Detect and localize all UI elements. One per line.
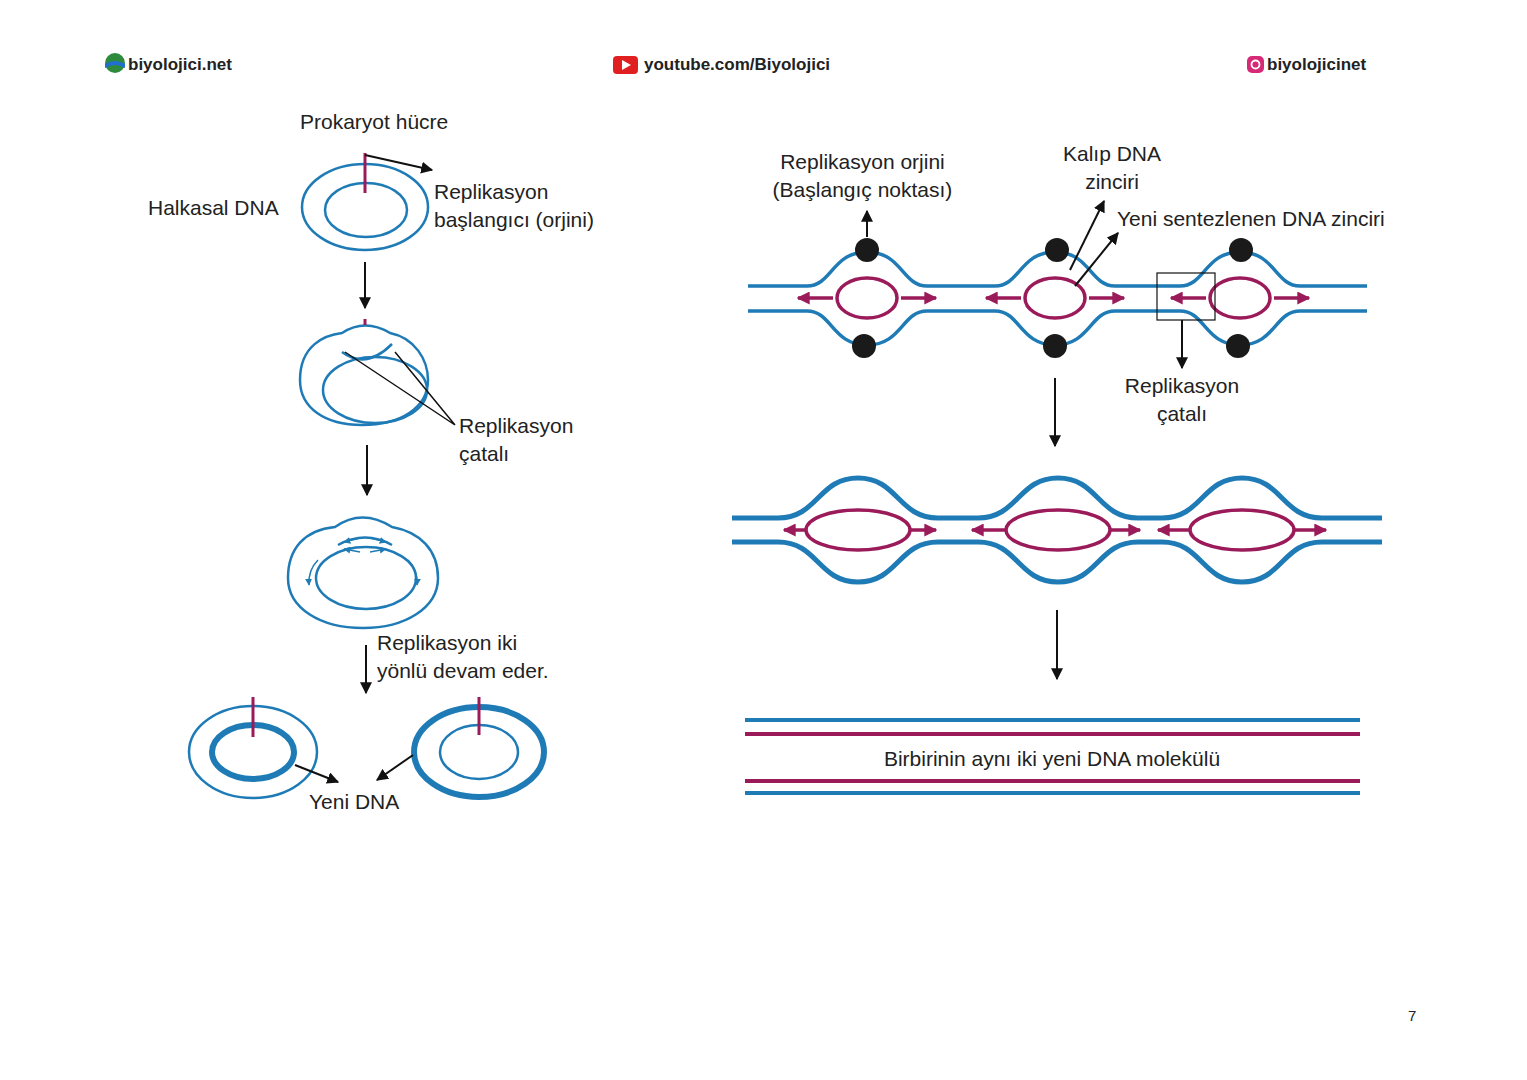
eukaryote-illustration: [732, 201, 1382, 793]
origin-dot: [1226, 334, 1250, 358]
origin-dot: [855, 238, 879, 262]
instagram-lens: [1252, 61, 1260, 69]
direction-arrow: [798, 296, 833, 300]
origin-dot: [852, 334, 876, 358]
circular-dna-outer: [300, 326, 428, 426]
step-note: Replikasyon iki yönlü devam eder.: [377, 629, 572, 685]
origin-mark: [364, 153, 367, 193]
template-strand: [745, 718, 1360, 722]
direction-arrow: [344, 538, 360, 542]
new-strand: [806, 510, 910, 550]
instagram-icon: [1247, 56, 1264, 73]
new-strand: [745, 779, 1360, 783]
prokaryote-illustration: [189, 153, 544, 798]
site-name: biyolojici.net: [128, 53, 278, 77]
direction-arrow: [1158, 528, 1190, 532]
direction-arrow: [1294, 528, 1326, 532]
new-strand: [837, 278, 897, 318]
step-arrow: [365, 645, 367, 693]
template-strand: [745, 791, 1360, 795]
direction-arrow: [344, 549, 360, 552]
direction-arrow: [901, 296, 936, 300]
youtube-icon: [613, 56, 638, 74]
leader-arrow: [1070, 201, 1104, 270]
logo-band: [105, 61, 125, 68]
leader-arrow: [1181, 320, 1183, 368]
youtube-play: [622, 60, 631, 70]
part-label: Yeni sentezlenen DNA zinciri: [1117, 205, 1427, 233]
new-strand: [1190, 510, 1294, 550]
part-label: Replikasyon orjini (Başlangıç noktası): [755, 148, 970, 204]
leader-arrow: [295, 765, 338, 782]
leader-arrow: [866, 211, 868, 237]
leader-arrow: [1075, 233, 1118, 286]
origin-mark: [364, 319, 367, 325]
direction-arrow: [1089, 296, 1124, 300]
direction-arrow: [408, 560, 417, 585]
account-name: biyolojicinet: [1267, 53, 1407, 77]
direction-arrow: [784, 528, 806, 532]
logo-icon: [105, 53, 125, 73]
part-label: Replikasyon çatalı: [1117, 372, 1247, 428]
direction-arrow: [370, 549, 386, 552]
part-label: Replikasyon çatalı: [459, 412, 589, 468]
new-strand: [745, 732, 1360, 736]
step-arrow: [364, 262, 366, 308]
part-label: Yeni DNA: [309, 788, 429, 816]
origin-dot: [1229, 238, 1253, 262]
circular-dna-outer: [288, 518, 438, 629]
direction-arrow: [986, 296, 1021, 300]
direction-arrow: [972, 528, 1006, 532]
origin-dot: [1045, 238, 1069, 262]
channel-name: youtube.com/Biyolojici: [644, 53, 874, 77]
origin-mark: [478, 697, 481, 735]
new-strand: [1210, 278, 1270, 318]
leader-arrow: [377, 755, 413, 780]
leader-arrow: [365, 155, 432, 170]
step-arrow: [1054, 378, 1056, 446]
panel-heading: Prokaryot hücre: [300, 108, 520, 136]
part-label: Halkasal DNA: [148, 194, 298, 222]
step-arrow: [366, 445, 368, 495]
direction-arrow: [910, 528, 936, 532]
direction-arrow: [1110, 528, 1140, 532]
new-strand: [1006, 510, 1110, 550]
direction-arrow: [1171, 296, 1206, 300]
result-label: Birbirinin aynı iki yeni DNA molekülü: [802, 745, 1302, 773]
direction-arrow: [1274, 296, 1309, 300]
part-label: Replikasyon başlangıcı (orjini): [434, 178, 619, 234]
step-arrow: [1056, 610, 1058, 679]
fork-box: [1157, 273, 1215, 320]
leader-line: [345, 352, 455, 425]
direction-arrow: [309, 560, 318, 585]
circular-dna-inner: [323, 357, 427, 423]
circular-dna-inner: [316, 547, 416, 609]
origin-mark: [252, 697, 255, 737]
part-label: Kalıp DNA zinciri: [1052, 140, 1172, 196]
origin-dot: [1043, 334, 1067, 358]
direction-arrow: [370, 538, 386, 542]
replication-bubble: [338, 538, 392, 546]
page-number: 7: [1408, 1004, 1438, 1028]
